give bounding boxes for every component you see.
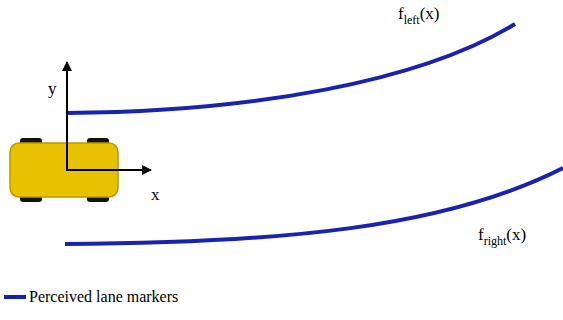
legend-line xyxy=(4,295,26,299)
function-subscript: left xyxy=(404,13,420,27)
function-argument: (x) xyxy=(506,225,526,244)
right-lane-marker xyxy=(65,168,563,244)
function-subscript: right xyxy=(484,234,507,248)
function-label: fleft(x) xyxy=(398,5,440,22)
function-label: fright(x) xyxy=(478,226,526,243)
function-argument: (x) xyxy=(420,4,440,23)
y-axis xyxy=(66,62,68,171)
axis-label: y xyxy=(48,80,57,97)
axis-label: x xyxy=(151,186,160,203)
x-axis xyxy=(66,169,151,171)
left-lane-marker xyxy=(67,24,515,113)
function-name: f xyxy=(398,4,404,23)
legend-text: Perceived lane markers xyxy=(29,289,178,305)
function-name: f xyxy=(478,225,484,244)
